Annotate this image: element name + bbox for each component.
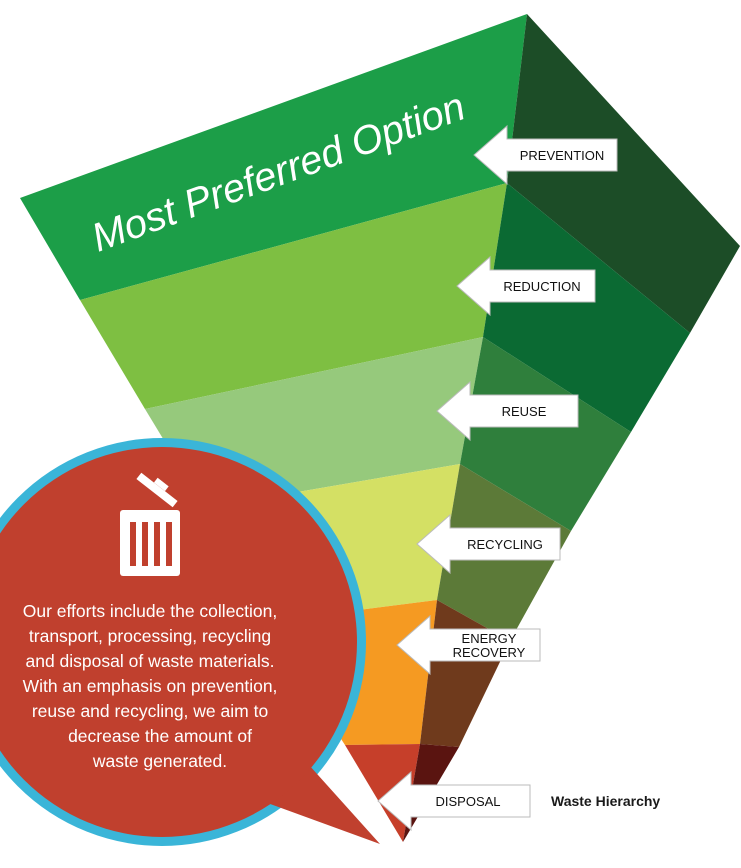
arrow-prevention-label: PREVENTION (520, 148, 605, 163)
level-prevention-side (507, 14, 740, 333)
bubble-line-6: decrease the amount of (68, 726, 252, 746)
arrow-recycling-label: RECYCLING (467, 537, 543, 552)
arrow-disposal: DISPOSAL (377, 770, 531, 832)
arrow-prevention-shape (473, 124, 618, 186)
level-prevention-front (20, 14, 527, 300)
bubble-text-block: Our efforts include the collection, tran… (23, 601, 278, 771)
arrow-energy-recovery: ENERGY RECOVERY (396, 614, 541, 676)
arrow-disposal-label: DISPOSAL (435, 794, 500, 809)
level-reduction-side (483, 183, 690, 432)
arrow-recycling-shape (416, 513, 561, 575)
info-bubble: Our efforts include the collection, tran… (0, 438, 380, 846)
arrow-energy-recovery-shape (396, 614, 541, 676)
arrow-energy-label-line2: RECOVERY (453, 645, 526, 660)
trash-bin-icon (120, 472, 180, 576)
arrow-reuse-shape (436, 380, 579, 442)
arrow-recycling: RECYCLING (416, 513, 561, 575)
bubble-line-3: and disposal of waste materials. (25, 651, 274, 671)
level-reduction-front (80, 183, 507, 409)
arrow-reuse-label: REUSE (502, 404, 547, 419)
bubble-ring (0, 438, 366, 846)
bubble-line-2: transport, processing, recycling (29, 626, 271, 646)
arrow-reuse: REUSE (436, 380, 579, 442)
arrow-disposal-shape (377, 770, 531, 832)
bubble-circle (0, 447, 357, 837)
arrow-reduction-shape (456, 255, 596, 317)
arrow-energy-label-line1: ENERGY (462, 631, 517, 646)
level-reuse-side (460, 337, 631, 531)
bubble-line-7: waste generated. (92, 751, 227, 771)
arrow-reduction-label: REDUCTION (503, 279, 580, 294)
bubble-line-1: Our efforts include the collection, (23, 601, 278, 621)
arrow-prevention: PREVENTION (473, 124, 618, 186)
arrow-reduction: REDUCTION (456, 255, 596, 317)
bubble-line-4: With an emphasis on prevention, (23, 676, 278, 696)
bubble-line-5: reuse and recycling, we aim to (32, 701, 268, 721)
diagram-caption: Waste Hierarchy (551, 793, 660, 809)
